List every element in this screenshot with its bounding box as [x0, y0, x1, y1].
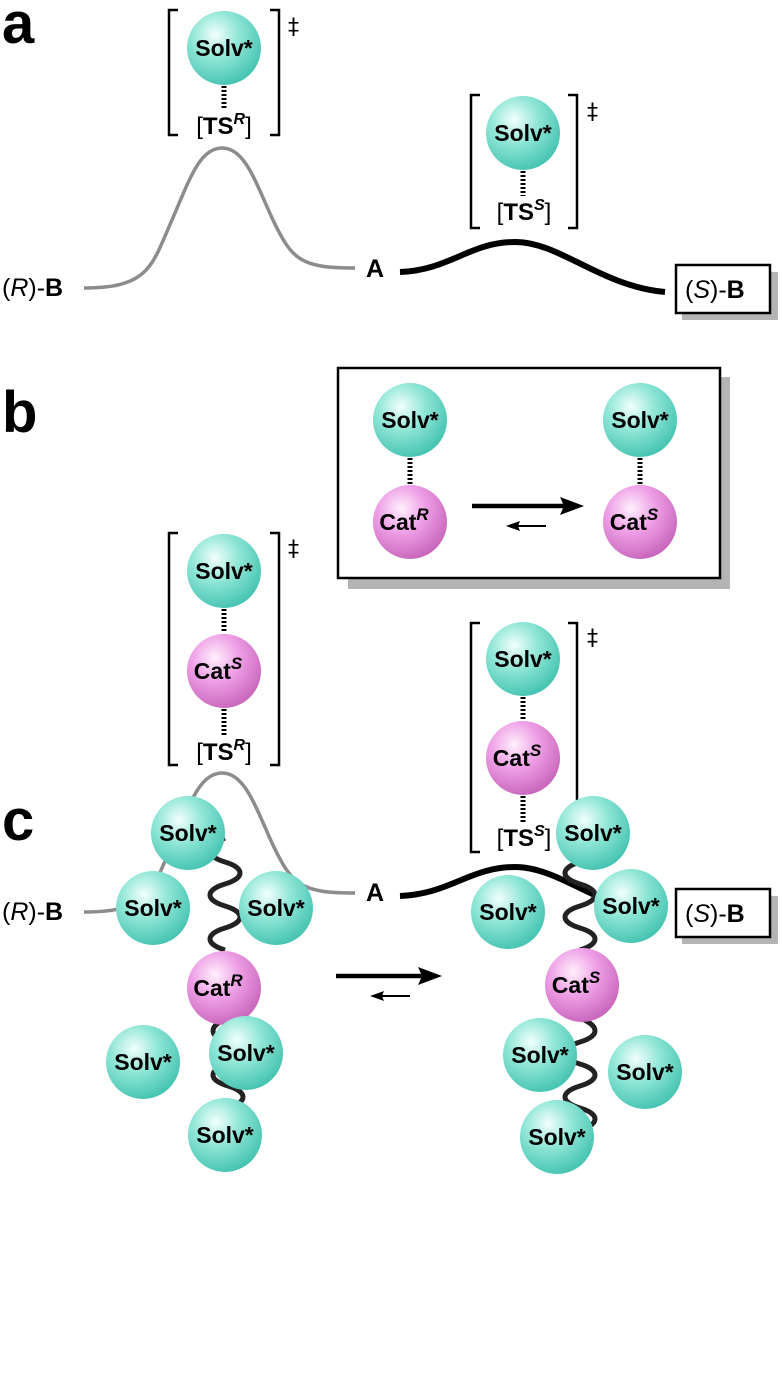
- catalyst-label: CatS: [493, 741, 542, 771]
- ts-s-dagger: ‡: [587, 626, 598, 651]
- inset-right-pair: Solv* CatS: [603, 383, 677, 559]
- solvent-label: Solv*: [564, 820, 622, 846]
- ts-r-complex: ‡ Solv* CatS [TSR]: [167, 531, 299, 767]
- solvent-label: Solv*: [528, 1124, 586, 1150]
- solvent-label: Solv*: [611, 407, 669, 433]
- ts-r-brackets: [167, 531, 281, 767]
- solvent-label: Solv*: [196, 1122, 254, 1148]
- solvent-label: Solv*: [195, 35, 253, 61]
- equilibrium-arrow: [336, 967, 442, 1001]
- right-product-label: (S)-B: [685, 276, 745, 304]
- catalyst-label: CatS: [552, 968, 601, 998]
- ts-s-complex: ‡ Solv* [TSS]: [469, 93, 598, 230]
- equilibrium-arrow: [472, 497, 584, 531]
- catalyst-label: CatS: [194, 654, 243, 684]
- solvent-label: Solv*: [217, 1040, 275, 1066]
- panel-b: b Solv* CatR Solv* CatS (R)-B: [2, 366, 778, 944]
- panel-c: c Solv* Solv* Solv* CatR Solv* Solv* Sol…: [2, 788, 682, 1174]
- catalyst-label: CatR: [379, 505, 429, 535]
- ts-s-complex: ‡ Solv* CatS [TSS]: [469, 621, 598, 854]
- solvent-label: Solv*: [124, 895, 182, 921]
- left-product-label: (R)-B: [2, 898, 63, 926]
- ts-r-complex: ‡ Solv* [TSR]: [167, 8, 299, 140]
- right-helical-assembly: Solv* Solv* Solv* CatS Solv* Solv* Solv*: [471, 796, 682, 1174]
- helix-lower: [562, 1015, 598, 1133]
- ts-r-dagger: ‡: [288, 537, 299, 562]
- product-box: [674, 263, 772, 315]
- panel-a: a (R)-B A (S)-B ‡ Solv* [TSR] ‡ Solv* [T…: [2, 0, 778, 320]
- panel-a-letter: a: [2, 0, 35, 56]
- inset-left-pair: Solv* CatR: [373, 383, 447, 559]
- ts-s-brackets: [469, 93, 579, 230]
- energy-path-r: [83, 146, 356, 290]
- starting-material-label: A: [366, 255, 384, 283]
- panel-b-letter: b: [2, 380, 37, 445]
- ts-r-dagger: ‡: [288, 15, 299, 40]
- ts-s-label: [TSS]: [497, 823, 552, 852]
- solvent-label: Solv*: [494, 120, 552, 146]
- left-product-label: (R)-B: [2, 274, 63, 302]
- ts-s-dagger: ‡: [587, 100, 598, 125]
- catalyst-label: CatR: [193, 971, 243, 1001]
- solvent-label: Solv*: [114, 1049, 172, 1075]
- product-box: [674, 887, 772, 939]
- helix-upper: [207, 835, 243, 953]
- solvent-label: Solv*: [494, 646, 552, 672]
- panel-c-letter: c: [2, 788, 34, 853]
- left-helical-assembly: Solv* Solv* Solv* CatR Solv* Solv* Solv*: [106, 796, 313, 1172]
- catalyst-label: CatS: [610, 505, 659, 535]
- ts-s-label: [TSS]: [497, 197, 552, 226]
- solvent-label: Solv*: [602, 893, 660, 919]
- starting-material-label: A: [366, 879, 384, 907]
- solvent-label: Solv*: [381, 407, 439, 433]
- energy-path-s: [399, 238, 666, 295]
- solvent-label: Solv*: [616, 1059, 674, 1085]
- ts-r-label: [TSR]: [196, 111, 252, 140]
- ts-r-label: [TSR]: [196, 737, 252, 766]
- solvent-label: Solv*: [479, 899, 537, 925]
- solvent-label: Solv*: [195, 558, 253, 584]
- solvent-label: Solv*: [247, 895, 305, 921]
- right-product-label: (S)-B: [685, 900, 745, 928]
- solvent-label: Solv*: [511, 1042, 569, 1068]
- ts-r-brackets: [167, 8, 281, 137]
- solvent-label: Solv*: [159, 820, 217, 846]
